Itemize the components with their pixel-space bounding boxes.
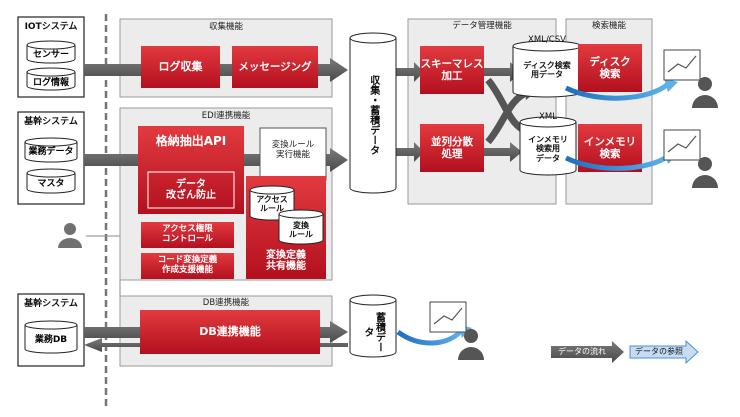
master-label: マスタ [37, 178, 65, 189]
mem-data-cylinder [519, 116, 577, 176]
disk-search-box[interactable] [578, 44, 642, 92]
core-system-title: 基幹システム [24, 116, 78, 127]
tamper-proof-box[interactable] [147, 171, 235, 209]
business-data-cylinder [24, 137, 78, 163]
disk-data-cylinder [512, 40, 582, 98]
log-info-label: ログ情報 [32, 77, 69, 88]
access-control-label: アクセス権限 コントロール [161, 224, 213, 244]
disk-format-tag: XML/CSV [528, 35, 566, 46]
legend-ref-label: データの参照 [635, 347, 683, 357]
disk-search-label: ディスク 検索 [589, 55, 631, 80]
extract-api-box[interactable] [138, 126, 244, 214]
parallel-label: 並列分散 処理 [431, 135, 473, 160]
db-link-label: DB連携機能 [199, 324, 261, 338]
access-control-box[interactable] [141, 222, 234, 248]
schemaless-box[interactable] [420, 46, 484, 94]
data-mgmt-title: データ管理機能 [452, 21, 512, 32]
schemaless-label: スキーマレス 加工 [420, 57, 484, 82]
presenter-icon-db [429, 301, 484, 360]
legend-ref-arrow [629, 339, 699, 365]
disk-data-label: ディスク検索 用データ [523, 60, 571, 79]
db-link-title: DB連携機能 [202, 298, 250, 309]
sensor-label: センサー [32, 49, 69, 60]
db-link-box[interactable] [140, 310, 320, 354]
access-rule-label: アクセス ルール [256, 194, 288, 213]
mem-data-label: インメモリ 検索用 データ [528, 135, 568, 163]
log-info-cylinder [26, 67, 76, 91]
messaging-label: メッセージング [238, 60, 312, 73]
rule-exec-box[interactable] [259, 127, 327, 181]
conv-rule-cylinder [278, 209, 324, 245]
legend-flow-arrow [551, 341, 624, 363]
log-collect-label: ログ収集 [158, 59, 203, 73]
sensor-cylinder [26, 40, 76, 64]
master-cylinder [26, 168, 76, 194]
presenter-icon-mem [663, 129, 718, 188]
business-data-label: 業務データ [28, 146, 74, 157]
parallel-box[interactable] [420, 124, 484, 172]
extract-api-label: 格納抽出API [155, 134, 227, 149]
legend-flow-label: データの流れ [558, 347, 606, 357]
collect-store-label: 収集・蓄積データ [367, 75, 379, 155]
presenter-icon-disk [663, 49, 718, 108]
iot-system-title: IOTシステム [24, 21, 78, 32]
tamper-label: データ 改ざん防止 [166, 178, 216, 202]
log-collect-box[interactable] [141, 46, 220, 88]
store-cylinder [349, 294, 397, 358]
messaging-box[interactable] [232, 46, 318, 88]
business-db-cylinder [24, 320, 78, 354]
collection-title: 収集機能 [208, 22, 243, 33]
code-conv-label: コード変換定義 作成支援機能 [157, 255, 218, 275]
mem-format-tag: XML [539, 112, 557, 123]
edi-title: EDI連携機能 [201, 111, 251, 122]
mem-search-label: インメモリ 検索 [583, 135, 637, 160]
search-title: 検索機能 [591, 21, 626, 32]
conv-rule-label: 変換 ルール [289, 220, 313, 239]
collect-store-cylinder [349, 32, 397, 194]
conv-share-label: 変換定義 共有機能 [266, 249, 306, 273]
user-icon [58, 223, 82, 248]
business-db-label: 業務DB [34, 334, 68, 345]
store-label: 蓄積データ [362, 312, 385, 352]
rule-exec-label: 変換ルール 実行機能 [271, 140, 315, 160]
code-conv-box[interactable] [141, 253, 234, 279]
core-system-db-title: 基幹システム [24, 298, 78, 309]
